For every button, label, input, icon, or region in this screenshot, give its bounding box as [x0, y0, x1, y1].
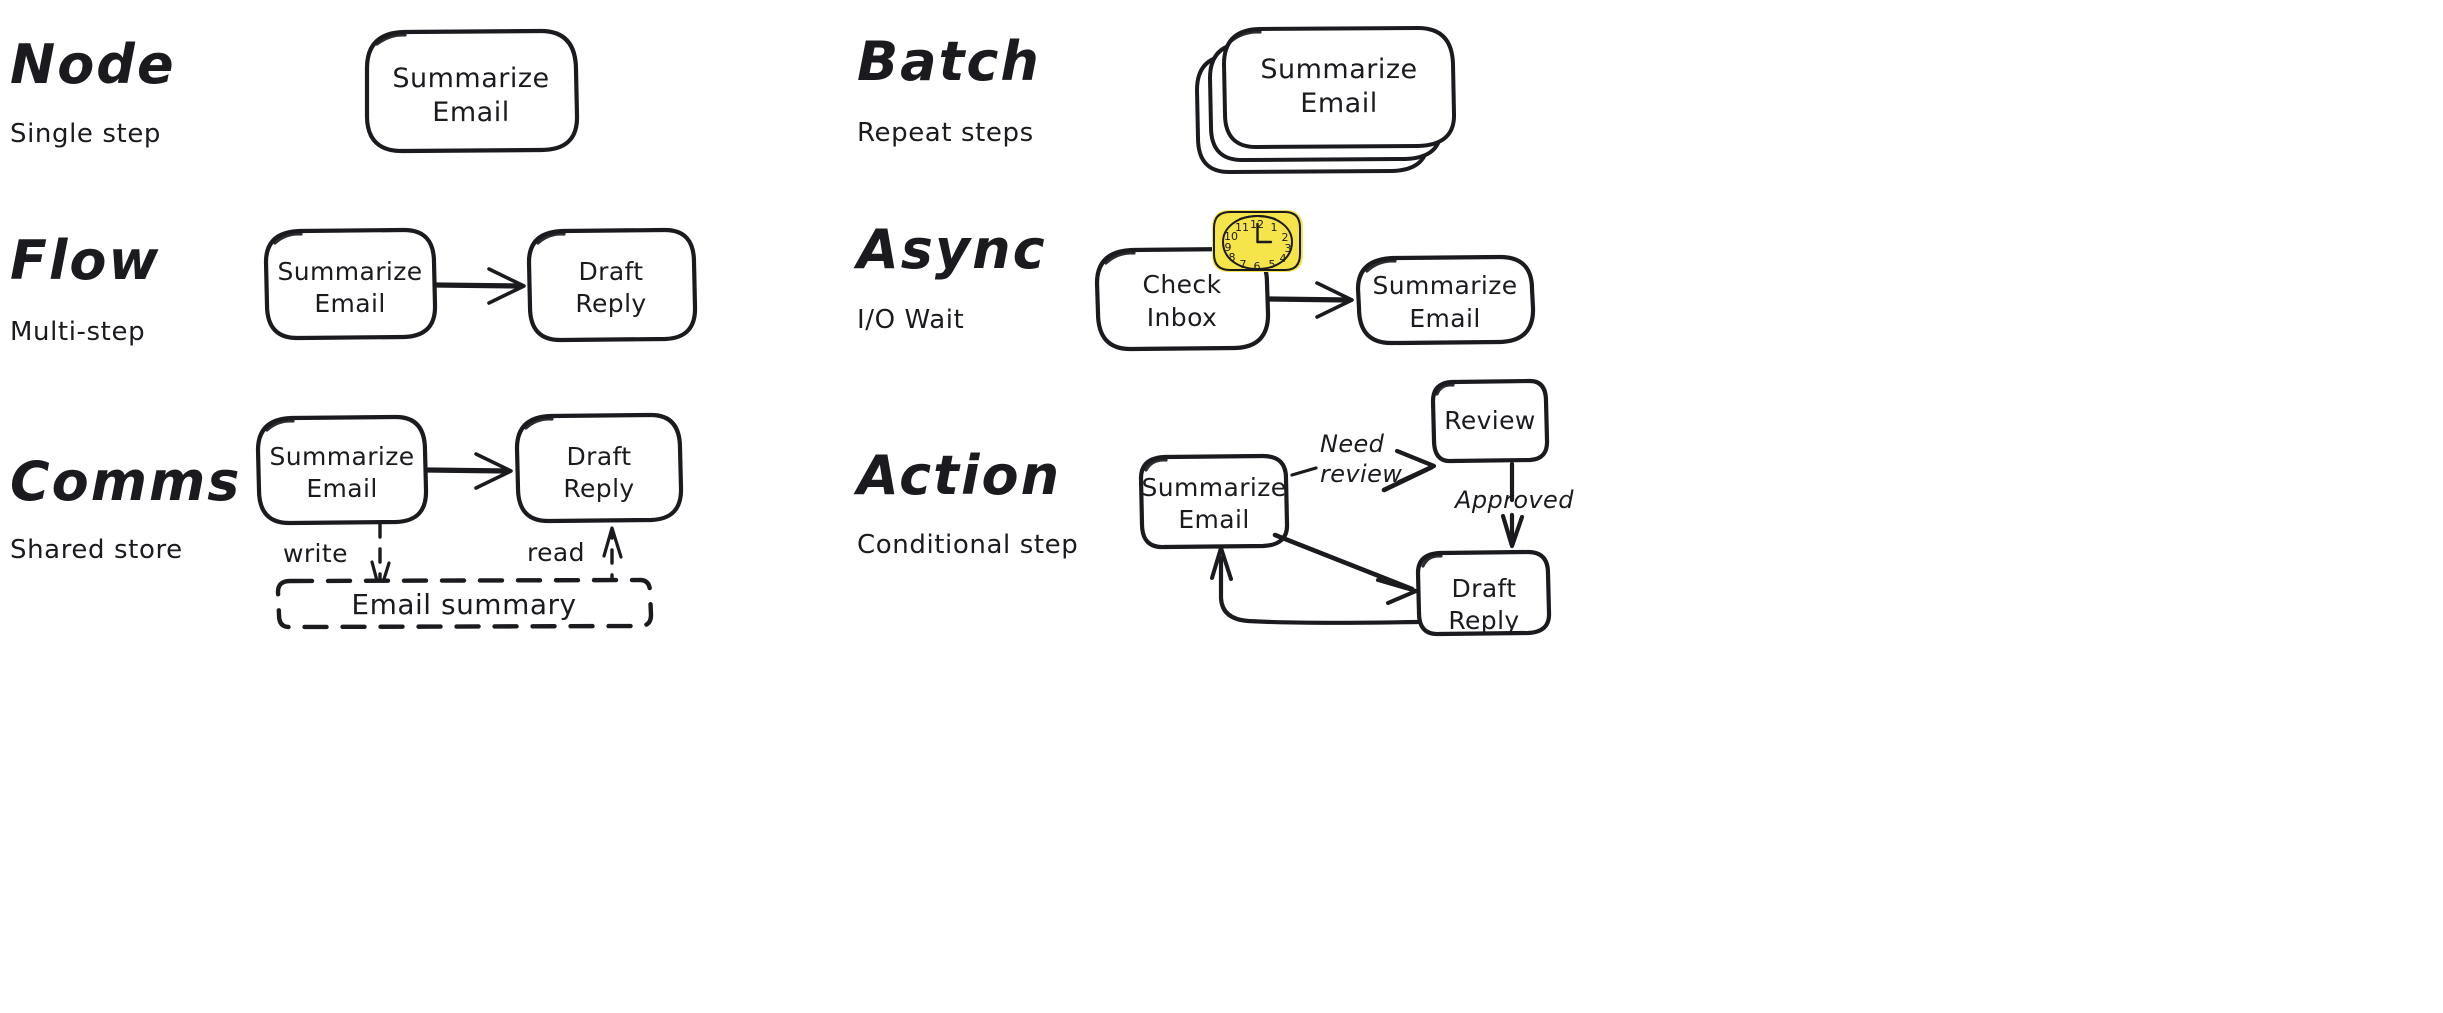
clock-num-9: 9 [1225, 241, 1232, 254]
node-label-line1: Check [1143, 270, 1222, 299]
section-comms: Comms Shared store Summarize Email Draft… [10, 412, 684, 630]
node-draft-reply[interactable]: Draft Reply [526, 227, 698, 343]
node-summarize-email[interactable]: Summarize Email [1138, 453, 1290, 550]
node-label: Review [1444, 406, 1536, 435]
node-label-line1: Draft [578, 257, 643, 286]
edge-label-read: read [527, 538, 585, 567]
clock-num-7: 7 [1240, 258, 1247, 271]
clock-num-5: 5 [1269, 258, 1276, 271]
stack-card-front [1222, 26, 1457, 150]
edge-label-approved: Approved [1453, 486, 1574, 514]
edge-action-need-review: Need review [1290, 430, 1437, 493]
node-summarize-email[interactable]: Summarize Email [263, 227, 438, 341]
node-label-line1: Summarize [392, 63, 549, 94]
section-subtitle-async: I/O Wait [857, 305, 964, 335]
clock-badge-outline [1213, 211, 1301, 271]
edge-comms-summarize-to-draft [424, 452, 513, 490]
section-subtitle-action: Conditional step [857, 530, 1078, 560]
section-title-async: Async [853, 218, 1047, 281]
edge-label-need-review: review [1320, 460, 1402, 488]
node-label-line1: Summarize [1372, 271, 1517, 300]
node-summarize-email[interactable]: Summarize Email [1355, 254, 1536, 346]
edge-async-check-to-summarize [1267, 281, 1354, 319]
clock-num-1: 1 [1271, 221, 1278, 234]
node-label-line2: Reply [563, 474, 634, 503]
node-label-line2: Reply [575, 289, 646, 318]
node-draft-reply[interactable]: Draft Reply [1415, 549, 1552, 637]
node-label-line1: Draft [566, 442, 631, 471]
node-label-line1: Summarize [269, 442, 414, 471]
store-label: Email summary [351, 588, 576, 621]
node-label-line2: Email [314, 289, 385, 318]
edge-action-approved: Approved [1453, 461, 1574, 549]
section-subtitle-comms: Shared store [10, 535, 183, 565]
section-action: Action Conditional step Review Summarize… [853, 378, 1574, 637]
edge-action-draft-to-summarize [1210, 546, 1421, 625]
section-title-batch: Batch [857, 30, 1041, 93]
section-title-node: Node [10, 33, 176, 96]
section-flow: Flow Multi-step Summarize Email Draft Re… [10, 227, 698, 347]
edge-label-need: Need [1320, 430, 1385, 458]
node-review[interactable]: Review [1430, 378, 1550, 464]
node-draft-reply[interactable]: Draft Reply [514, 412, 684, 524]
clock-badge[interactable]: 12 1 2 3 4 5 6 7 8 9 10 11 [1212, 210, 1303, 273]
section-async: Async I/O Wait Check Inbox 12 1 2 [853, 210, 1536, 352]
section-batch: Batch Repeat steps Summarize Email [857, 26, 1457, 175]
node-label-line2: Inbox [1147, 303, 1217, 332]
node-stack-summarize-email[interactable]: Summarize Email [1195, 26, 1457, 175]
section-title-action: Action [853, 444, 1061, 507]
node-label-line2: Email [1300, 88, 1377, 119]
section-subtitle-flow: Multi-step [10, 317, 145, 347]
node-label-line2: Email [1178, 505, 1249, 534]
clock-num-4: 4 [1280, 252, 1287, 265]
edge-comms-write: write [283, 522, 391, 594]
node-label-line1: Summarize [277, 257, 422, 286]
section-subtitle-batch: Repeat steps [857, 118, 1034, 148]
node-summarize-email[interactable]: Summarize Email [364, 28, 580, 154]
node-check-inbox[interactable]: Check Inbox [1094, 246, 1271, 352]
node-label-line2: Email [432, 97, 509, 128]
clock-num-3: 3 [1285, 242, 1292, 255]
clock-num-11: 11 [1235, 221, 1249, 234]
edge-comms-read: read [527, 526, 623, 590]
store-email-summary[interactable]: Email summary [275, 577, 654, 630]
section-title-flow: Flow [10, 229, 160, 292]
clock-num-2: 2 [1282, 231, 1289, 244]
node-label-line2: Email [1409, 304, 1480, 333]
clock-icon: 12 1 2 3 4 5 6 7 8 9 10 11 [1222, 215, 1293, 273]
edge-flow-summarize-to-draft [433, 267, 526, 305]
clock-num-10: 10 [1224, 230, 1238, 243]
edge-label-write: write [283, 539, 348, 568]
node-label-line1: Draft [1451, 574, 1516, 603]
section-node: Node Single step Summarize Email [10, 28, 580, 154]
edge-action-summarize-to-draft [1272, 532, 1418, 605]
node-label-line1: Summarize [1260, 54, 1417, 85]
section-title-comms: Comms [10, 450, 241, 513]
node-summarize-email[interactable]: Summarize Email [255, 414, 429, 526]
node-label-line2: Email [306, 474, 377, 503]
node-label-line2: Reply [1448, 606, 1519, 635]
clock-num-8: 8 [1229, 251, 1236, 264]
clock-num-12: 12 [1250, 218, 1264, 231]
clock-num-6: 6 [1254, 260, 1261, 273]
section-subtitle-node: Single step [10, 119, 161, 149]
node-label-line1: Summarize [1141, 473, 1286, 502]
